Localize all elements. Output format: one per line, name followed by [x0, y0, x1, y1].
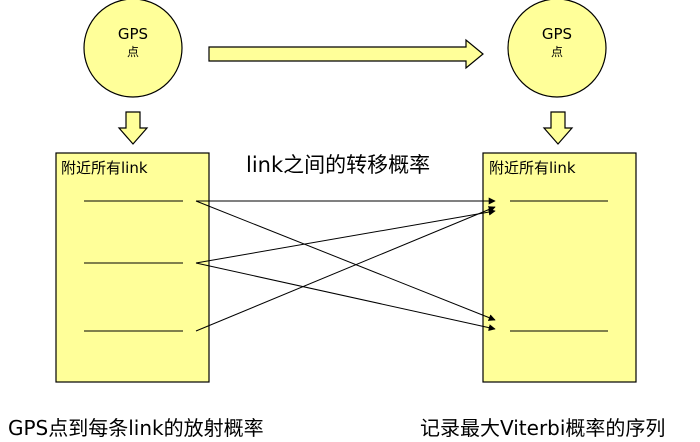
- right-caption: 记录最大Viterbi概率的序列: [420, 416, 666, 440]
- left-gps-title: GPS: [117, 25, 149, 43]
- transition-arrow: [195, 208, 496, 264]
- transition-arrow: [195, 262, 496, 332]
- right-gps-circle: [507, 0, 607, 98]
- transition-arrow: [195, 200, 496, 321]
- right-gps-title: GPS: [541, 25, 573, 43]
- left-box-title: 附近所有link: [61, 159, 148, 177]
- block-arrow-down-icon: [117, 111, 149, 145]
- left-gps-circle: [83, 0, 183, 98]
- right-link-box: [482, 152, 637, 383]
- block-arrow-right-icon: [208, 38, 484, 70]
- right-gps-subtitle: 点: [550, 45, 563, 59]
- transition-label: link之间的转移概率: [246, 153, 431, 177]
- right-box-title: 附近所有link: [489, 159, 576, 177]
- left-caption: GPS点到每条link的放射概率: [8, 416, 264, 440]
- block-arrow-down-icon: [542, 111, 574, 145]
- left-link-box: [55, 152, 210, 383]
- transition-arrow: [195, 206, 496, 332]
- left-gps-subtitle: 点: [126, 45, 139, 59]
